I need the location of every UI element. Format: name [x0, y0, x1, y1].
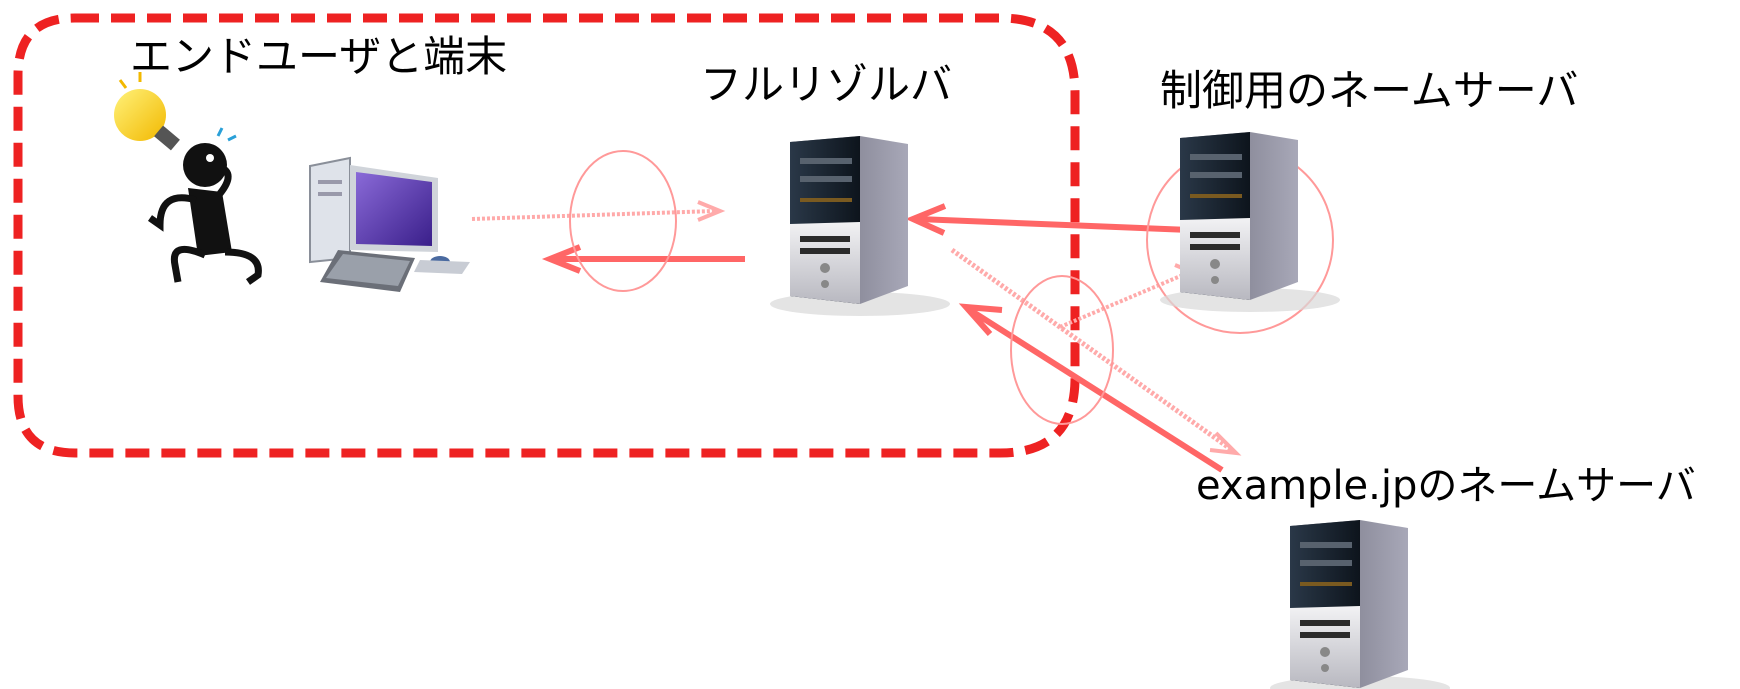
highlight-ellipse-example [1010, 275, 1114, 425]
person-with-lightbulb-icon [114, 72, 262, 285]
local-network-boundary [13, 13, 1080, 458]
highlight-ellipse-user [569, 150, 677, 292]
example-nameserver-server-icon [1270, 520, 1450, 689]
control-nameserver-server-icon [1160, 132, 1340, 312]
control-nameserver-label: 制御用のネームサーバ [1160, 66, 1579, 115]
query-arrow-to-resolver [471, 200, 726, 222]
example-nameserver-label: example.jpのネームサーバ [1196, 463, 1696, 509]
full-resolver-label: フルリゾルバ [700, 60, 953, 109]
response-arrow-to-user [541, 244, 745, 274]
desktop-computer-icon [309, 156, 470, 292]
response-arrow-from-example [958, 303, 1224, 473]
response-arrow-from-control [905, 203, 1191, 236]
end-user-label: エンドユーザと端末 [130, 32, 508, 81]
query-arrow-to-example [950, 247, 1242, 456]
